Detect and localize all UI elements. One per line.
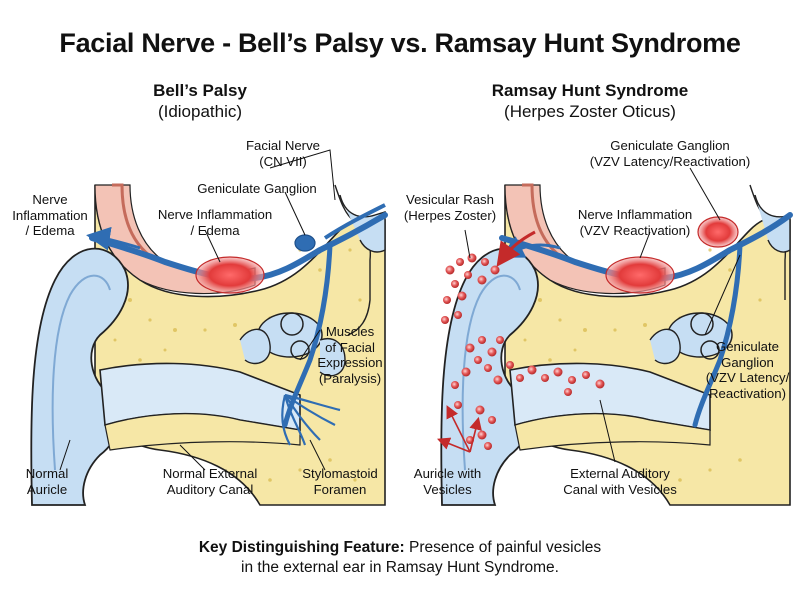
- bells-palsy-heading: Bell’s Palsy (Idiopathic): [120, 80, 280, 122]
- bells-palsy-title: Bell’s Palsy: [153, 81, 247, 100]
- label-facial-nerve: Facial Nerve (CN VII): [245, 138, 321, 169]
- label-external-canal-vesicles: External Auditory Canal with Vesicles: [563, 466, 677, 497]
- key-feature-caption: Key Distinguishing Feature: Presence of …: [0, 538, 800, 578]
- vesicles: [441, 253, 605, 450]
- ramsay-hunt-ear: [437, 167, 793, 506]
- label-stylomastoid-foramen: Stylomastoid Foramen: [302, 466, 378, 497]
- label-vesicular-rash: Vesicular Rash (Herpes Zoster): [403, 192, 497, 223]
- bells-palsy-subtitle: (Idiopathic): [157, 102, 243, 121]
- nerve-inflammation-site: [195, 256, 265, 294]
- left-leader-lines: [59, 149, 336, 471]
- label-geniculate-ganglion-side: Geniculate Ganglion (VZV Latency/ Reacti…: [705, 339, 790, 401]
- key-feature-label: Key Distinguishing Feature:: [198, 539, 405, 556]
- label-nerve-inflammation-vzv: Nerve Inflammation (VZV Reactivation): [577, 207, 693, 238]
- key-feature-text: Presence of painful vesicles: [404, 539, 602, 556]
- geniculate-ganglion: [294, 234, 316, 252]
- label-normal-auricle: Normal Auricle: [25, 466, 69, 497]
- facial-nerve-branches: [281, 393, 341, 446]
- ramsay-hunt-subtitle: (Herpes Zoster Oticus): [504, 102, 676, 121]
- diagram-title: Facial Nerve - Bell’s Palsy vs. Ramsay H…: [59, 28, 741, 58]
- label-geniculate-ganglion-top: Geniculate Ganglion (VZV Latency/Reactiv…: [589, 138, 751, 169]
- label-geniculate-ganglion: Geniculate Ganglion: [197, 181, 317, 196]
- bone-texture: [113, 248, 362, 482]
- nerve-inflammation-right: [605, 256, 675, 294]
- auricle: [30, 247, 129, 506]
- label-auricle-with-vesicles: Auricle with Vesicles: [413, 466, 482, 497]
- key-feature-text-line2: in the external ear in Ramsay Hunt Syndr…: [241, 559, 559, 576]
- auricle-right: [440, 247, 539, 506]
- label-nerve-inflammation-inner: Nerve Inflammation / Edema: [157, 207, 273, 238]
- label-muscles-facial-expression: Muscles of Facial Expression (Paralysis): [317, 324, 383, 386]
- ramsay-hunt-title: Ramsay Hunt Syndrome: [491, 81, 689, 100]
- ramsay-hunt-heading: Ramsay Hunt Syndrome (Herpes Zoster Otic…: [460, 80, 720, 122]
- label-nerve-inflammation-outer: Nerve Inflammation / Edema: [12, 192, 88, 238]
- inner-ear: [239, 312, 346, 377]
- label-normal-external-canal: Normal External Auditory Canal: [162, 466, 258, 497]
- bells-palsy-ear: [30, 149, 388, 506]
